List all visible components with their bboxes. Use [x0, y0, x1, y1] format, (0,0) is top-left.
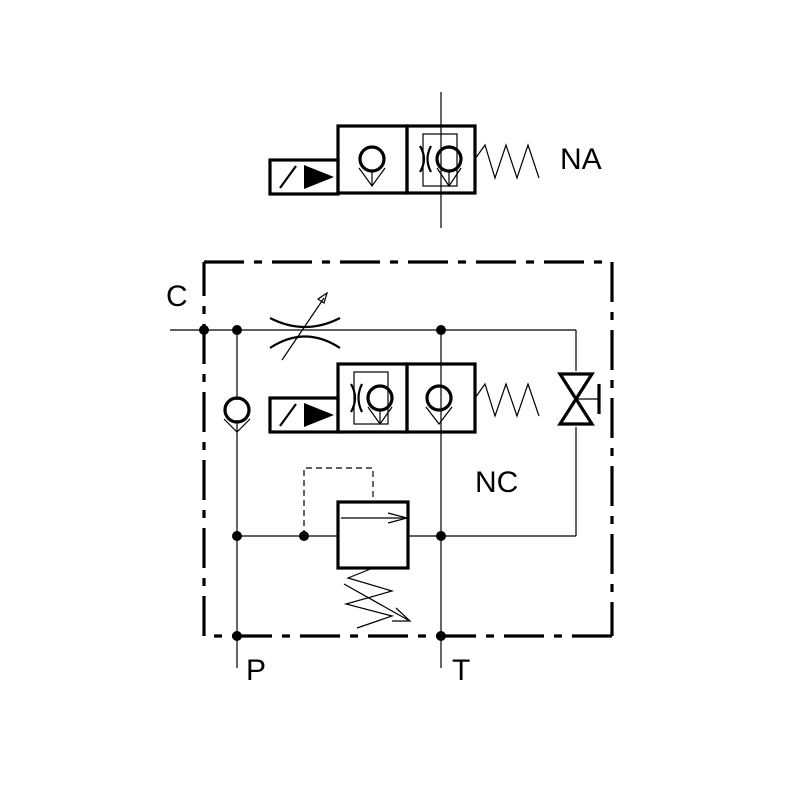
- label-port-p: P: [246, 654, 266, 687]
- check-ball-icon: [425, 384, 453, 412]
- manifold-enclosure: [202, 260, 614, 638]
- label-nc: NC: [475, 466, 518, 499]
- spring-icon: [474, 382, 540, 418]
- spring-icon: [474, 143, 540, 180]
- na-valve-symbol: [268, 92, 540, 228]
- nc-valve-symbol: [268, 362, 540, 434]
- label-port-c: C: [166, 280, 188, 313]
- label-port-t: T: [452, 654, 470, 687]
- junction-dots: [199, 325, 446, 641]
- solenoid-arrow-icon: [304, 403, 334, 427]
- check-ball-icon: [358, 145, 386, 173]
- label-na: NA: [560, 143, 602, 176]
- solenoid-arrow-icon: [304, 165, 334, 189]
- relief-valve-symbol: [303, 467, 412, 629]
- hydraulic-lines: [170, 329, 577, 668]
- adjustable-throttle-icon: [269, 291, 341, 361]
- valve-envelope-left: [336, 362, 409, 434]
- shutoff-valve-icon: [557, 372, 601, 426]
- check-valve-icon: [223, 396, 251, 433]
- valve-envelope-right: [405, 124, 477, 195]
